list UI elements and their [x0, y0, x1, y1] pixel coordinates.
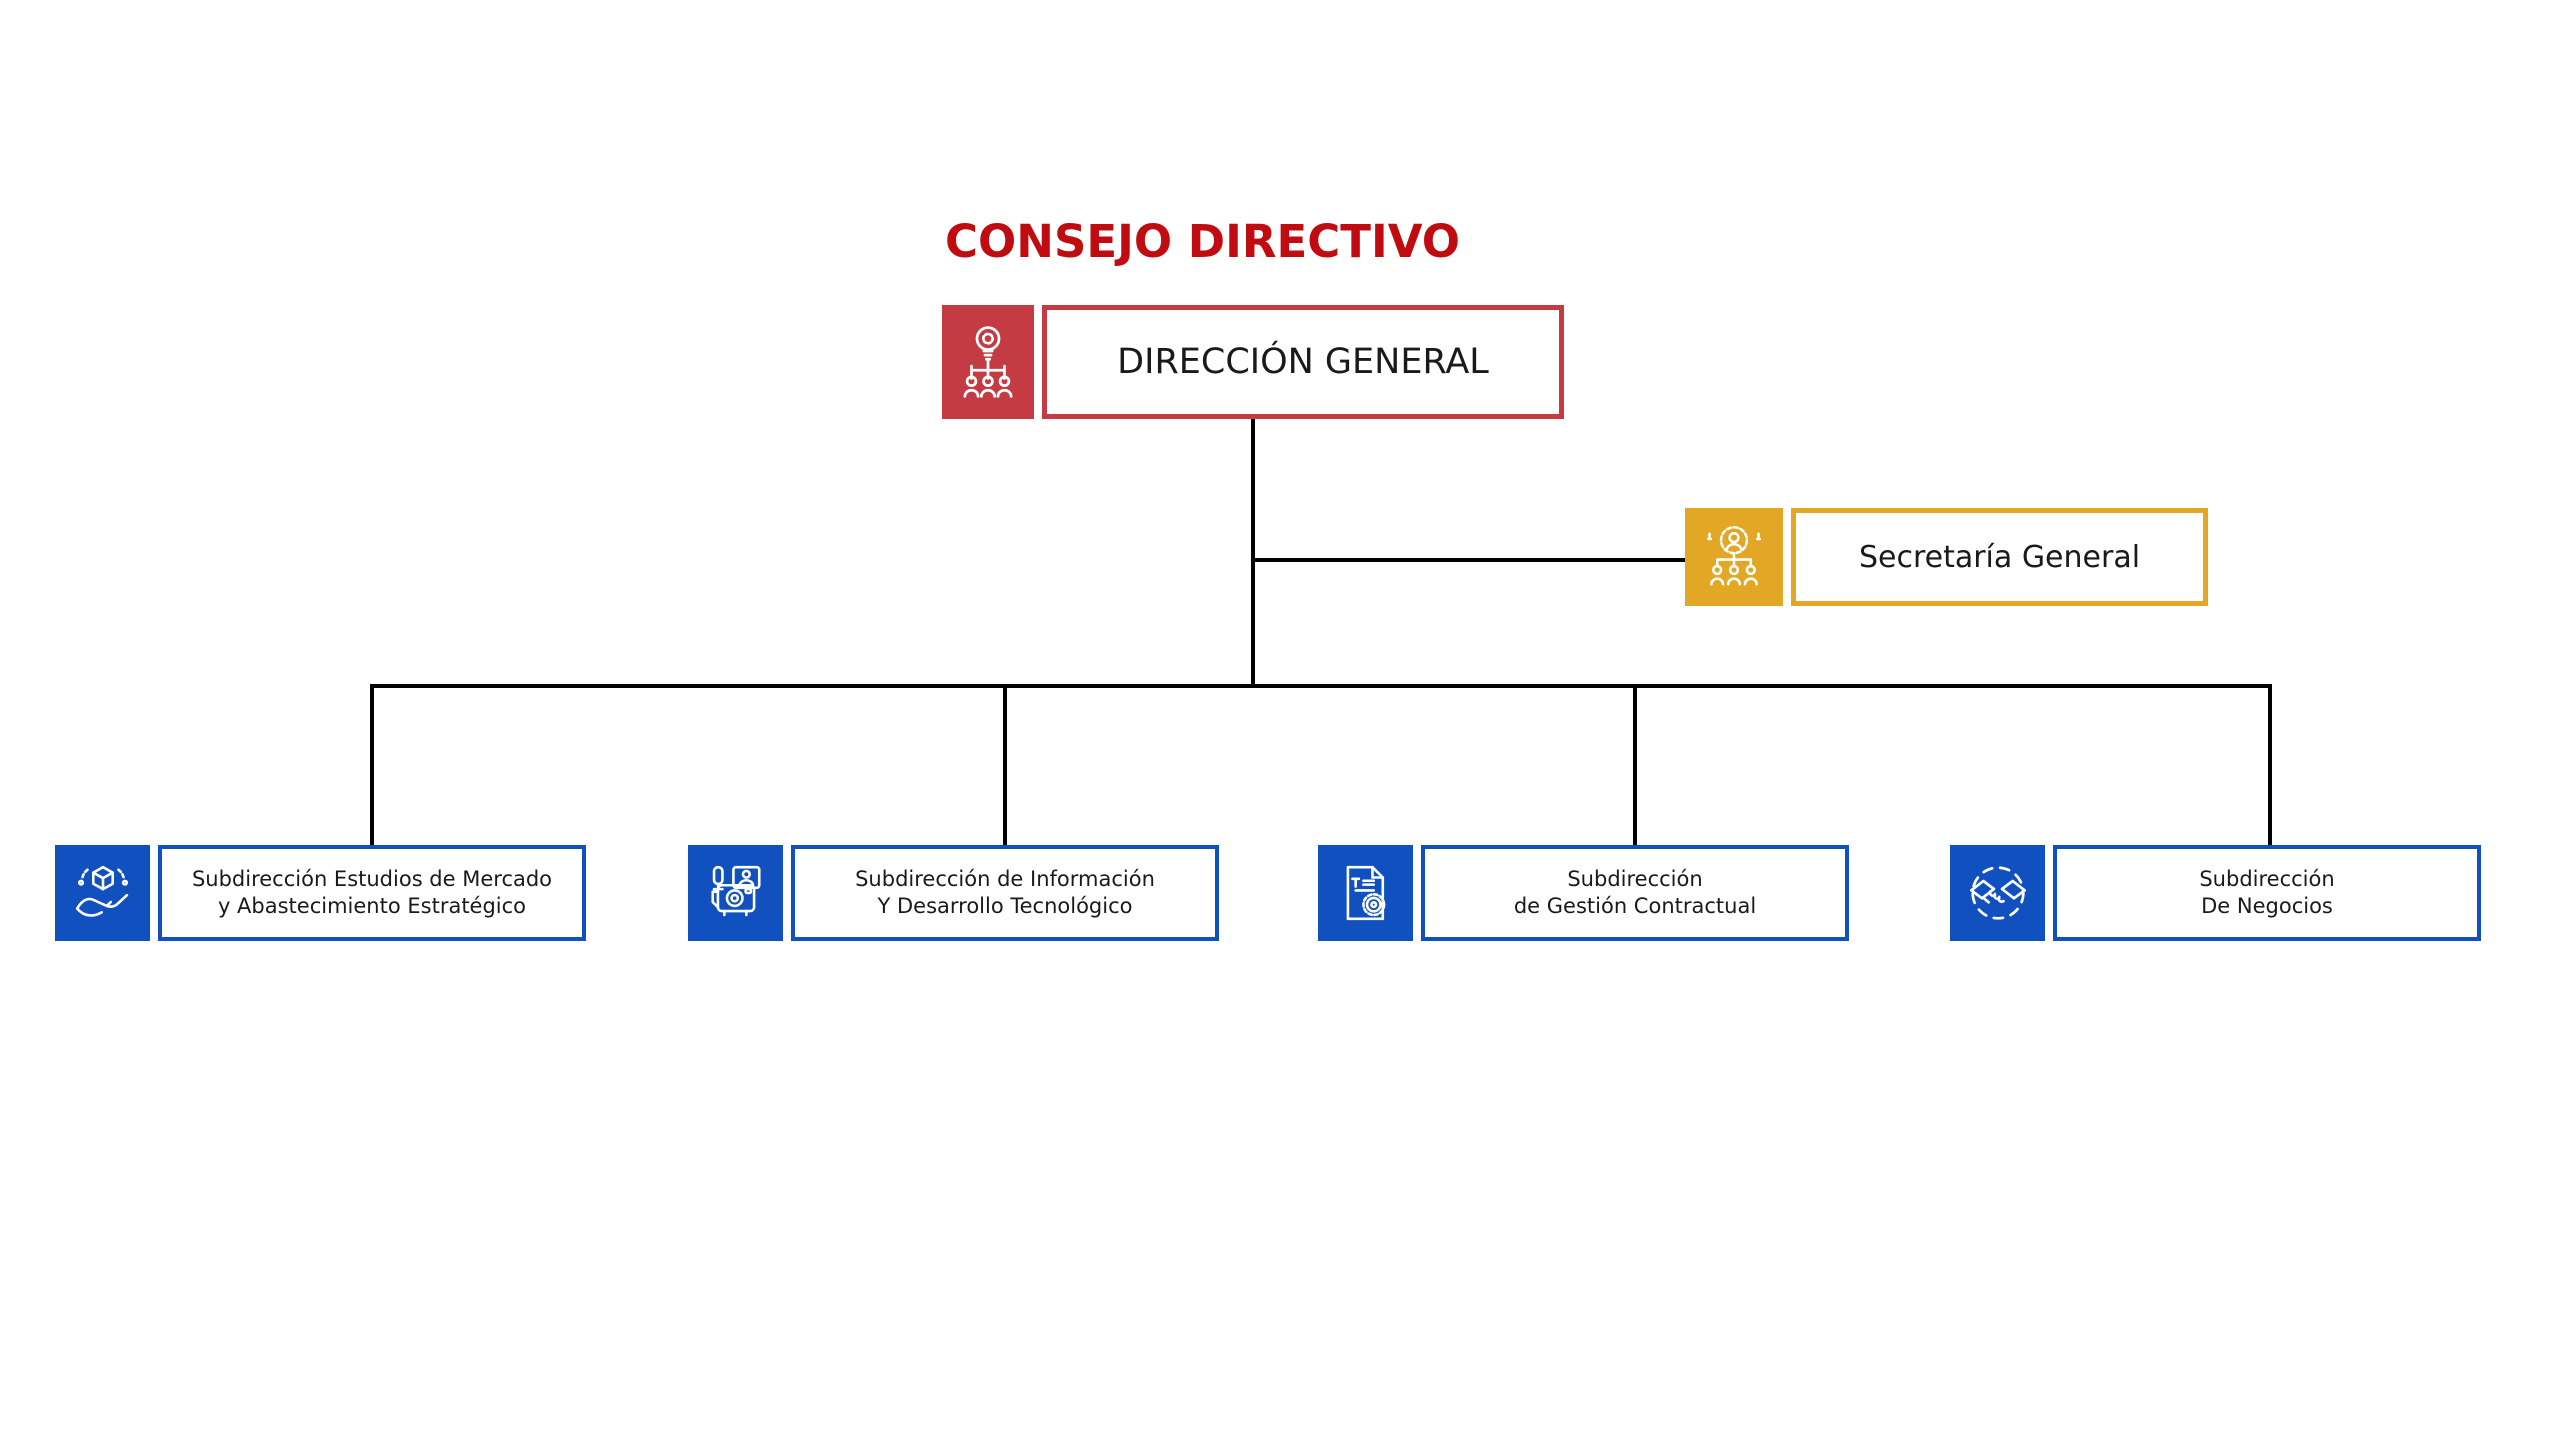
node-label-line2: Y Desarrollo Tecnológico	[877, 894, 1133, 918]
node-label-box: Subdirección de Información Y Desarrollo…	[791, 845, 1219, 941]
node-label-box: Subdirección de Gestión Contractual	[1421, 845, 1849, 941]
document-gear-icon	[1318, 845, 1413, 941]
node-sub-informacion: Subdirección de Información Y Desarrollo…	[688, 845, 1219, 941]
multimedia-icon	[688, 845, 783, 941]
node-sub-gestion: Subdirección de Gestión Contractual	[1318, 845, 1849, 941]
node-label-box: Subdirección De Negocios	[2053, 845, 2481, 941]
node-label: DIRECCIÓN GENERAL	[1117, 342, 1489, 382]
page-title: CONSEJO DIRECTIVO	[945, 215, 1460, 268]
hand-box-icon	[55, 845, 150, 941]
node-secretaria-general: Secretaría General	[1685, 508, 2208, 606]
node-label-box: DIRECCIÓN GENERAL	[1042, 305, 1564, 419]
node-label-line1: Subdirección de Información	[855, 866, 1155, 891]
idea-team-icon	[942, 305, 1034, 419]
node-label-line1: Subdirección	[1567, 866, 1703, 891]
handshake-icon	[1950, 845, 2045, 941]
node-sub-mercado: Subdirección Estudios de Mercado y Abast…	[55, 845, 586, 941]
node-label-line1: Subdirección Estudios de Mercado	[191, 866, 553, 891]
node-label: Secretaría General	[1858, 539, 2141, 575]
node-label-line2: De Negocios	[2201, 894, 2333, 918]
gear-person-team-icon	[1685, 508, 1783, 606]
node-label-line2: y Abastecimiento Estratégico	[217, 894, 527, 918]
node-label-box: Subdirección Estudios de Mercado y Abast…	[158, 845, 586, 941]
node-label-box: Secretaría General	[1791, 508, 2208, 606]
node-sub-negocios: Subdirección De Negocios	[1950, 845, 2481, 941]
node-label-line1: Subdirección	[2199, 866, 2335, 891]
node-label-line2: de Gestión Contractual	[1513, 894, 1757, 918]
node-direccion-general: DIRECCIÓN GENERAL	[942, 305, 1564, 419]
